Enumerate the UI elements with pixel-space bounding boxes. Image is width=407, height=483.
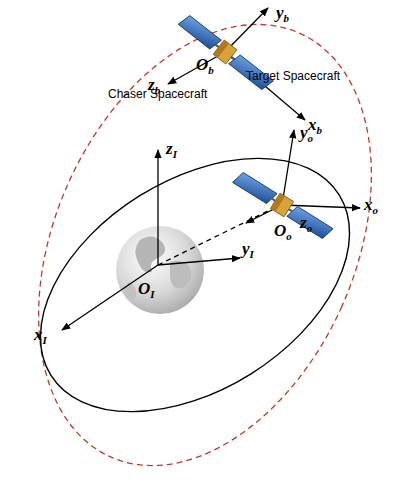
axis-label: zo <box>300 214 312 231</box>
axis-label: xo <box>364 196 378 213</box>
chaser-spacecraft <box>232 169 335 242</box>
chaser-frame <box>246 130 360 223</box>
origin-label: OI <box>138 280 155 297</box>
axis-label: yI <box>242 240 254 257</box>
axis-label: yb <box>276 4 289 21</box>
axis-label: zI <box>166 140 177 157</box>
spacecraft-name: Target Spacecraft <box>246 70 340 82</box>
origin-label: Ob <box>196 56 214 73</box>
axis-label: xI <box>34 326 47 343</box>
target-frame <box>168 8 305 120</box>
axis-label: xb <box>308 116 322 133</box>
chaser-orbit <box>0 106 395 464</box>
inertial-frame <box>62 150 280 330</box>
axis-label: yo <box>300 124 313 141</box>
origin-label: Oo <box>274 222 292 239</box>
spacecraft-name: Chaser Spacecraft <box>108 88 207 100</box>
earth <box>116 226 204 314</box>
